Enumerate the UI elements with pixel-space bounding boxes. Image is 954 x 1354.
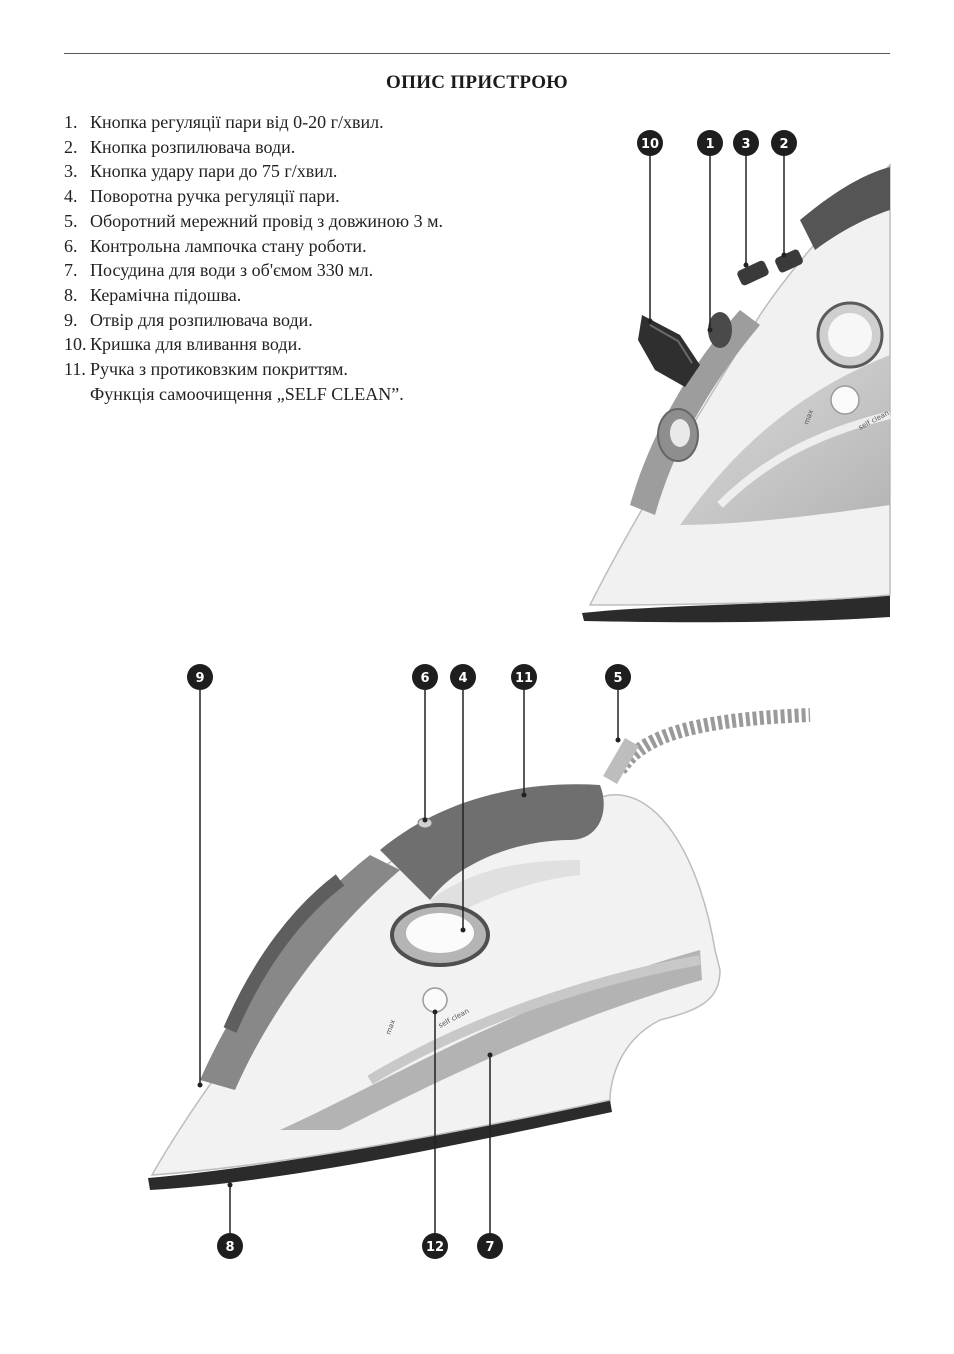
item-text: Посудина для води з об'ємом 330 мл. <box>90 260 374 281</box>
parts-list: 1. Кнопка регуляції пари від 0-20 г/хвил.… <box>64 110 443 406</box>
item-number: 5. <box>64 210 78 231</box>
steam-burst-button <box>737 260 769 286</box>
svg-text:3: 3 <box>741 137 750 152</box>
svg-text:8: 8 <box>225 1240 234 1255</box>
callout-badge: 5 <box>605 664 631 690</box>
list-item: 7. Посудина для води з об'ємом 330 мл. <box>64 258 443 283</box>
self-clean-note: Функція самоочищення „SELF CLEAN”. <box>90 383 404 404</box>
svg-text:1: 1 <box>705 137 714 152</box>
steam-regulator-button <box>708 312 732 348</box>
callout-badge: 9 <box>187 664 213 690</box>
list-item: 3. Кнопка удару пари до 75 г/хвил. <box>64 159 443 184</box>
item-text: Кнопка розпилювача води. <box>90 136 296 157</box>
svg-text:6: 6 <box>420 671 429 686</box>
self-clean-button <box>422 987 448 1013</box>
list-item: 5. Оборотний мережний провід з довжиною 3… <box>64 209 443 234</box>
svg-text:5: 5 <box>613 671 622 686</box>
spray-button <box>775 249 803 273</box>
item-text: Контрольна лампочка стану роботи. <box>90 235 367 256</box>
item-text: Отвір для розпилювача води. <box>90 309 313 330</box>
item-number: 6. <box>64 235 78 256</box>
item-number: 7. <box>64 260 78 281</box>
callout-badge: 7 <box>477 1233 503 1259</box>
svg-text:9: 9 <box>195 671 204 686</box>
callout-badge: 4 <box>450 664 476 690</box>
svg-text:7: 7 <box>485 1240 494 1255</box>
item-text: Ручка з протиковзким покриттям. <box>90 359 348 380</box>
item-text: Керамічна підошва. <box>90 284 242 305</box>
svg-text:2: 2 <box>779 137 788 152</box>
svg-text:11: 11 <box>515 671 533 686</box>
item-text: Кришка для вливання води. <box>90 334 302 355</box>
callout-badge: 3 <box>733 130 759 156</box>
item-text: Поворотна ручка регуляції пари. <box>90 186 340 207</box>
item-number: 2. <box>64 136 78 157</box>
item-number: 4. <box>64 186 78 207</box>
item-text: Кнопка регуляції пари від 0-20 г/хвил. <box>90 112 384 132</box>
item-number: 10. <box>64 334 87 355</box>
water-tank <box>280 950 702 1130</box>
list-item: 4. Поворотна ручка регуляції пари. <box>64 184 443 209</box>
top-rule <box>64 53 890 54</box>
list-item: 1. Кнопка регуляції пари від 0-20 г/хвил. <box>64 110 443 135</box>
item-number: 1. <box>64 112 78 132</box>
item-number: 11. <box>64 359 86 380</box>
item-text: Оборотний мережний провід з довжиною 3 м… <box>90 210 443 231</box>
list-item: 10.Кришка для вливання води. <box>64 332 443 357</box>
callout-badge: 10 <box>637 130 663 156</box>
callout-badge: 12 <box>422 1233 448 1259</box>
self-clean-button <box>830 385 860 415</box>
list-item: 11.Ручка з протиковзким покриттям. <box>64 357 443 382</box>
power-cord <box>614 708 811 775</box>
callout-badge: 8 <box>217 1233 243 1259</box>
list-item: 2. Кнопка розпилювача води. <box>64 135 443 160</box>
soleplate <box>148 1100 612 1190</box>
item-text: Кнопка удару пари до 75 г/хвил. <box>90 161 338 182</box>
iron-side-figure: self clean max 9 6 4 11 5 8 12 <box>148 664 811 1259</box>
list-item: 8. Керамічна підошва. <box>64 283 443 308</box>
svg-text:10: 10 <box>641 137 659 152</box>
item-number: 3. <box>64 161 78 182</box>
callout-badge: 2 <box>771 130 797 156</box>
svg-text:4: 4 <box>458 671 467 686</box>
callout-badge: 1 <box>697 130 723 156</box>
iron-closeup-figure: self clean max 10 1 3 2 <box>582 130 891 623</box>
item-number: 9. <box>64 309 78 330</box>
list-item: 6. Контрольна лампочка стану роботи. <box>64 234 443 259</box>
callout-badge: 6 <box>412 664 438 690</box>
item-number: 8. <box>64 284 78 305</box>
page-title: ОПИС ПРИСТРОЮ <box>386 72 568 93</box>
handle <box>380 784 604 900</box>
filler-lid <box>638 315 700 387</box>
svg-text:12: 12 <box>426 1240 444 1255</box>
soleplate <box>582 595 890 623</box>
list-item-extra: Функція самоочищення „SELF CLEAN”. <box>64 382 443 407</box>
handle-grip <box>800 167 890 250</box>
callout-badge: 11 <box>511 664 537 690</box>
list-item: 9. Отвір для розпилювача води. <box>64 308 443 333</box>
